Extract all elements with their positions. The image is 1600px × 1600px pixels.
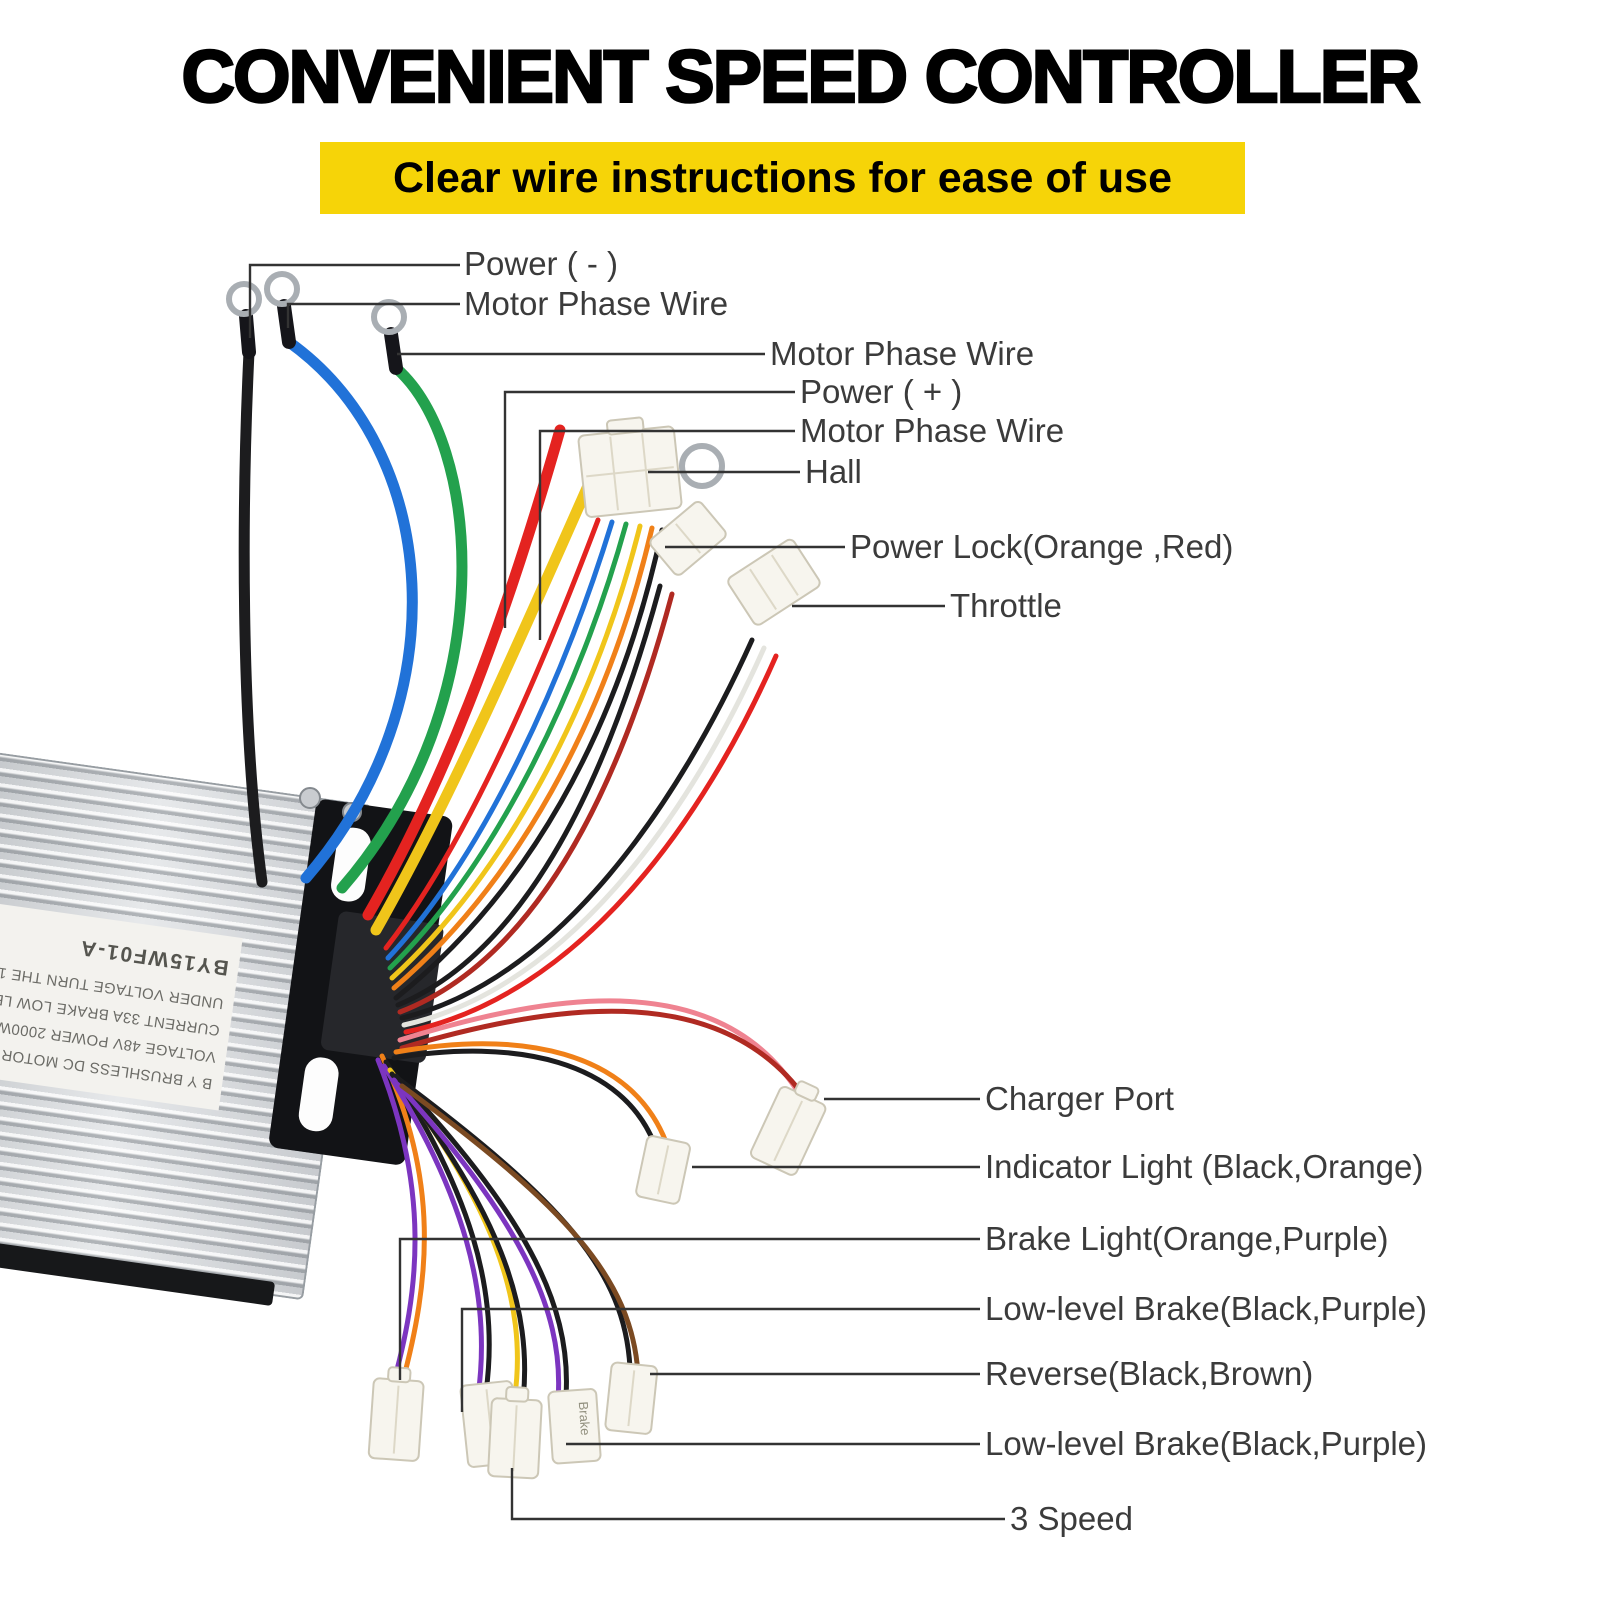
low-level-brake-2-wire-purple <box>391 1077 562 1403</box>
wire-label-motor-phase-3: Motor Phase Wire <box>800 412 1065 449</box>
ring-terminal-power-negative <box>226 281 262 359</box>
motor-phase-wire-green <box>336 362 468 894</box>
three-speed-connector <box>487 1385 543 1480</box>
throttle-wire-black <box>399 637 755 1021</box>
throttle-wire-white <box>401 645 767 1028</box>
wire-label-low-level-brake-1: Low-level Brake(Black,Purple) <box>985 1290 1428 1327</box>
hall-wire-blue <box>385 519 615 961</box>
throttle-wire-red <box>403 653 779 1035</box>
indicator-wire-black <box>391 1048 659 1151</box>
wire-label-hall: Hall <box>805 453 862 490</box>
screw-icon <box>299 787 321 809</box>
low-level-brake-1-wire-black <box>383 1059 492 1395</box>
charger-wire-red <box>399 1008 811 1105</box>
brake-light-wire-orange <box>379 1053 427 1387</box>
throttle-connector <box>727 538 821 626</box>
wire-label-reverse: Reverse(Black,Brown) <box>985 1355 1314 1392</box>
mounting-bracket <box>269 799 453 1165</box>
power-lock-wire-black <box>395 583 663 1008</box>
subtitle-banner: Clear wire instructions for ease of use <box>320 142 1245 214</box>
motor-phase-wire-blue <box>283 336 418 884</box>
wire-label-throttle: Throttle <box>950 587 1062 624</box>
low-level-brake-1-wire-purple <box>381 1063 485 1399</box>
reverse-connector <box>604 1361 659 1435</box>
power-lock-wire-red <box>397 591 675 1015</box>
wire-label-power-lock: Power Lock(Orange ,Red) <box>850 528 1234 565</box>
power-lock-connector <box>649 501 727 576</box>
power-positive-wire <box>362 424 566 921</box>
page-title: CONVENIENT SPEED CONTROLLER <box>180 34 1422 120</box>
leader-motor-phase-1 <box>286 302 460 328</box>
low-level-brake-2-wire-black <box>393 1073 569 1399</box>
wire-label-power-positive: Power ( + ) <box>800 373 963 410</box>
hall-wire-green <box>387 521 629 971</box>
hall-wire-yellow <box>389 523 643 981</box>
wire-label-charger-port: Charger Port <box>985 1080 1174 1117</box>
connector-print-text: Brake <box>576 1401 593 1436</box>
ring-terminal-green-phase <box>371 299 407 375</box>
indicator-light-connector <box>635 1135 691 1205</box>
indicator-wire-orange <box>393 1041 669 1145</box>
leader-motor-phase-3 <box>538 429 795 640</box>
motor-phase-wire-yellow <box>370 439 612 936</box>
leader-low-level-brake-1 <box>460 1307 980 1412</box>
wire-label-power-negative: Power ( - ) <box>464 245 619 282</box>
brake-light-wire-purple <box>375 1057 418 1391</box>
bracket-slot-bottom <box>298 1057 339 1132</box>
leader-three-speed <box>510 1468 1005 1521</box>
hall-connector-ring-icon <box>679 443 725 489</box>
ring-terminal-blue-phase <box>264 271 300 349</box>
power-negative-wire <box>238 346 268 888</box>
leader-power-positive <box>503 390 795 628</box>
leader-power-negative <box>248 263 460 338</box>
wire-label-motor-phase-1: Motor Phase Wire <box>464 285 729 322</box>
hall-wire-red <box>383 517 601 951</box>
charger-port-connector <box>750 1080 827 1176</box>
wire-label-brake-light: Brake Light(Orange,Purple) <box>985 1220 1389 1257</box>
wire-label-low-level-brake-2: Low-level Brake(Black,Purple) <box>985 1425 1428 1462</box>
low-level-brake-connector-2: Brake <box>547 1388 602 1465</box>
charger-wire-pink <box>397 998 801 1095</box>
wire-label-three-speed: 3 Speed <box>1010 1500 1133 1537</box>
brake-light-connector <box>367 1366 425 1462</box>
hall-connector <box>577 416 683 518</box>
wire-label-indicator-light: Indicator Light (Black,Orange) <box>985 1148 1424 1185</box>
hall-wire-black <box>393 527 665 1001</box>
wire-label-motor-phase-2: Motor Phase Wire <box>770 335 1035 372</box>
hall-wire-orange <box>391 525 655 991</box>
leader-brake-light <box>398 1237 980 1380</box>
